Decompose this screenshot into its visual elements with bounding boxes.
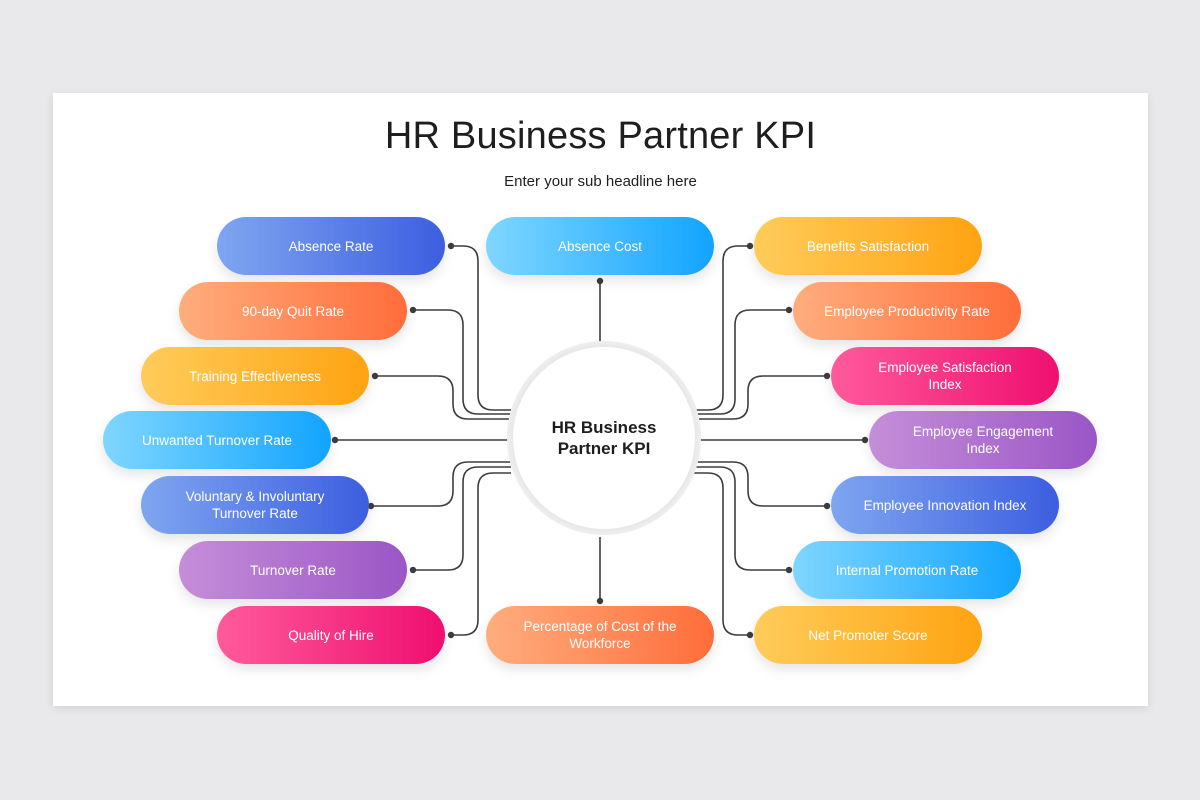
kpi-absence-rate: Absence Rate bbox=[217, 217, 445, 275]
kpi-benefits-satisfaction: Benefits Satisfaction bbox=[754, 217, 982, 275]
kpi-absence-cost: Absence Cost bbox=[486, 217, 714, 275]
page-title: HR Business Partner KPI bbox=[384, 115, 817, 157]
page-subtitle: Enter your sub headline here bbox=[504, 173, 697, 190]
kpi-label: Employee Satisfaction Index bbox=[878, 360, 1012, 392]
kpi-label: Employee Productivity Rate bbox=[824, 303, 990, 319]
kpi-label: Internal Promotion Rate bbox=[835, 562, 979, 578]
slide: HR Business Partner KPI Enter your sub h… bbox=[53, 93, 1148, 706]
kpi-label: Absence Rate bbox=[288, 238, 374, 254]
kpi-training-effectiveness: Training Effectiveness bbox=[141, 347, 369, 405]
kpi-employee-innovation-index: Employee Innovation Index bbox=[831, 476, 1059, 534]
kpi-90-day-quit-rate: 90-day Quit Rate bbox=[179, 282, 407, 340]
kpi-net-promoter-score: Net Promoter Score bbox=[754, 606, 982, 664]
kpi-turnover-rate: Turnover Rate bbox=[179, 541, 407, 599]
kpi-unwanted-turnover-rate: Unwanted Turnover Rate bbox=[103, 411, 331, 469]
kpi-label: Percentage of Cost of the Workforce bbox=[523, 619, 677, 651]
kpi-label: Absence Cost bbox=[557, 238, 643, 254]
kpi-cost-of-workforce: Percentage of Cost of the Workforce bbox=[486, 606, 714, 664]
kpi-internal-promotion-rate: Internal Promotion Rate bbox=[793, 541, 1021, 599]
kpi-label: Net Promoter Score bbox=[808, 627, 928, 643]
kpi-label: Benefits Satisfaction bbox=[806, 238, 930, 254]
center-label: HR Business Partner KPI bbox=[551, 418, 657, 458]
kpi-employee-productivity-rate: Employee Productivity Rate bbox=[793, 282, 1021, 340]
connector-lines bbox=[331, 242, 869, 639]
center-node: HR Business Partner KPI bbox=[513, 347, 695, 529]
kpi-employee-satisfaction-index: Employee Satisfaction Index bbox=[831, 347, 1059, 405]
kpi-label: 90-day Quit Rate bbox=[241, 303, 345, 319]
kpi-label: Voluntary & Involuntary Turnover Rate bbox=[185, 489, 325, 521]
kpi-label: Employee Innovation Index bbox=[863, 497, 1027, 513]
kpi-employee-engagement-index: Employee Engagement Index bbox=[869, 411, 1097, 469]
kpi-label: Turnover Rate bbox=[250, 562, 336, 578]
kpi-label: Training Effectiveness bbox=[188, 368, 322, 384]
kpi-label: Employee Engagement Index bbox=[912, 424, 1054, 456]
kpi-voluntary-involuntary-turnover-rate: Voluntary & Involuntary Turnover Rate bbox=[141, 476, 369, 534]
kpi-quality-of-hire: Quality of Hire bbox=[217, 606, 445, 664]
kpi-label: Quality of Hire bbox=[288, 627, 374, 643]
kpi-label: Unwanted Turnover Rate bbox=[141, 432, 293, 448]
